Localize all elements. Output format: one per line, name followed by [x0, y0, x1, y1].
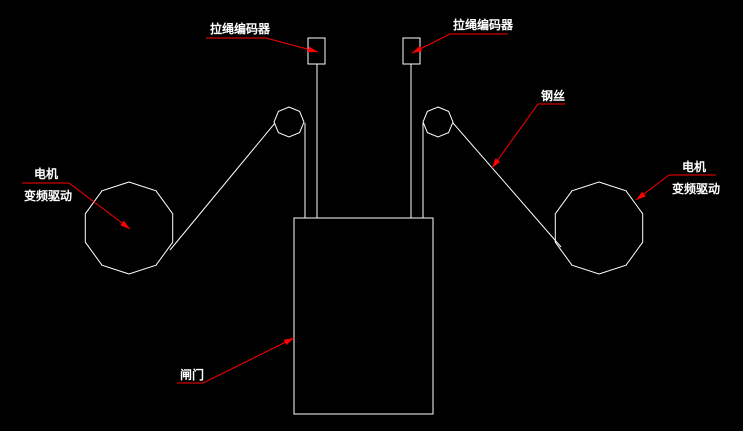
encoder-right	[402, 37, 421, 65]
wire-right	[452, 122, 562, 248]
leader-encoder-right	[411, 33, 508, 54]
leader-encoder-left	[206, 37, 319, 53]
label-motor-right-2: 变频驱动	[672, 181, 720, 196]
leader-wire	[491, 103, 565, 169]
label-wire: 钢丝	[541, 88, 565, 103]
leader-motor-right	[635, 174, 716, 201]
label-motor-right-1: 电机	[682, 159, 706, 174]
encoder-left	[307, 37, 326, 65]
pulley-left	[273, 106, 305, 138]
drum-motor-left	[84, 181, 174, 275]
pulley-right	[422, 106, 454, 138]
label-encoder-right: 拉绳编码器	[453, 17, 514, 32]
drum-motor-right	[554, 181, 644, 275]
leader-motor-left	[22, 182, 131, 230]
wire-left	[169, 122, 276, 251]
leader-gate	[177, 337, 295, 384]
label-gate: 闸门	[180, 367, 204, 382]
label-motor-left-1: 电机	[34, 166, 58, 181]
label-motor-left-2: 变频驱动	[24, 188, 72, 203]
label-encoder-left: 拉绳编码器	[210, 21, 271, 36]
gate-body	[293, 217, 434, 415]
